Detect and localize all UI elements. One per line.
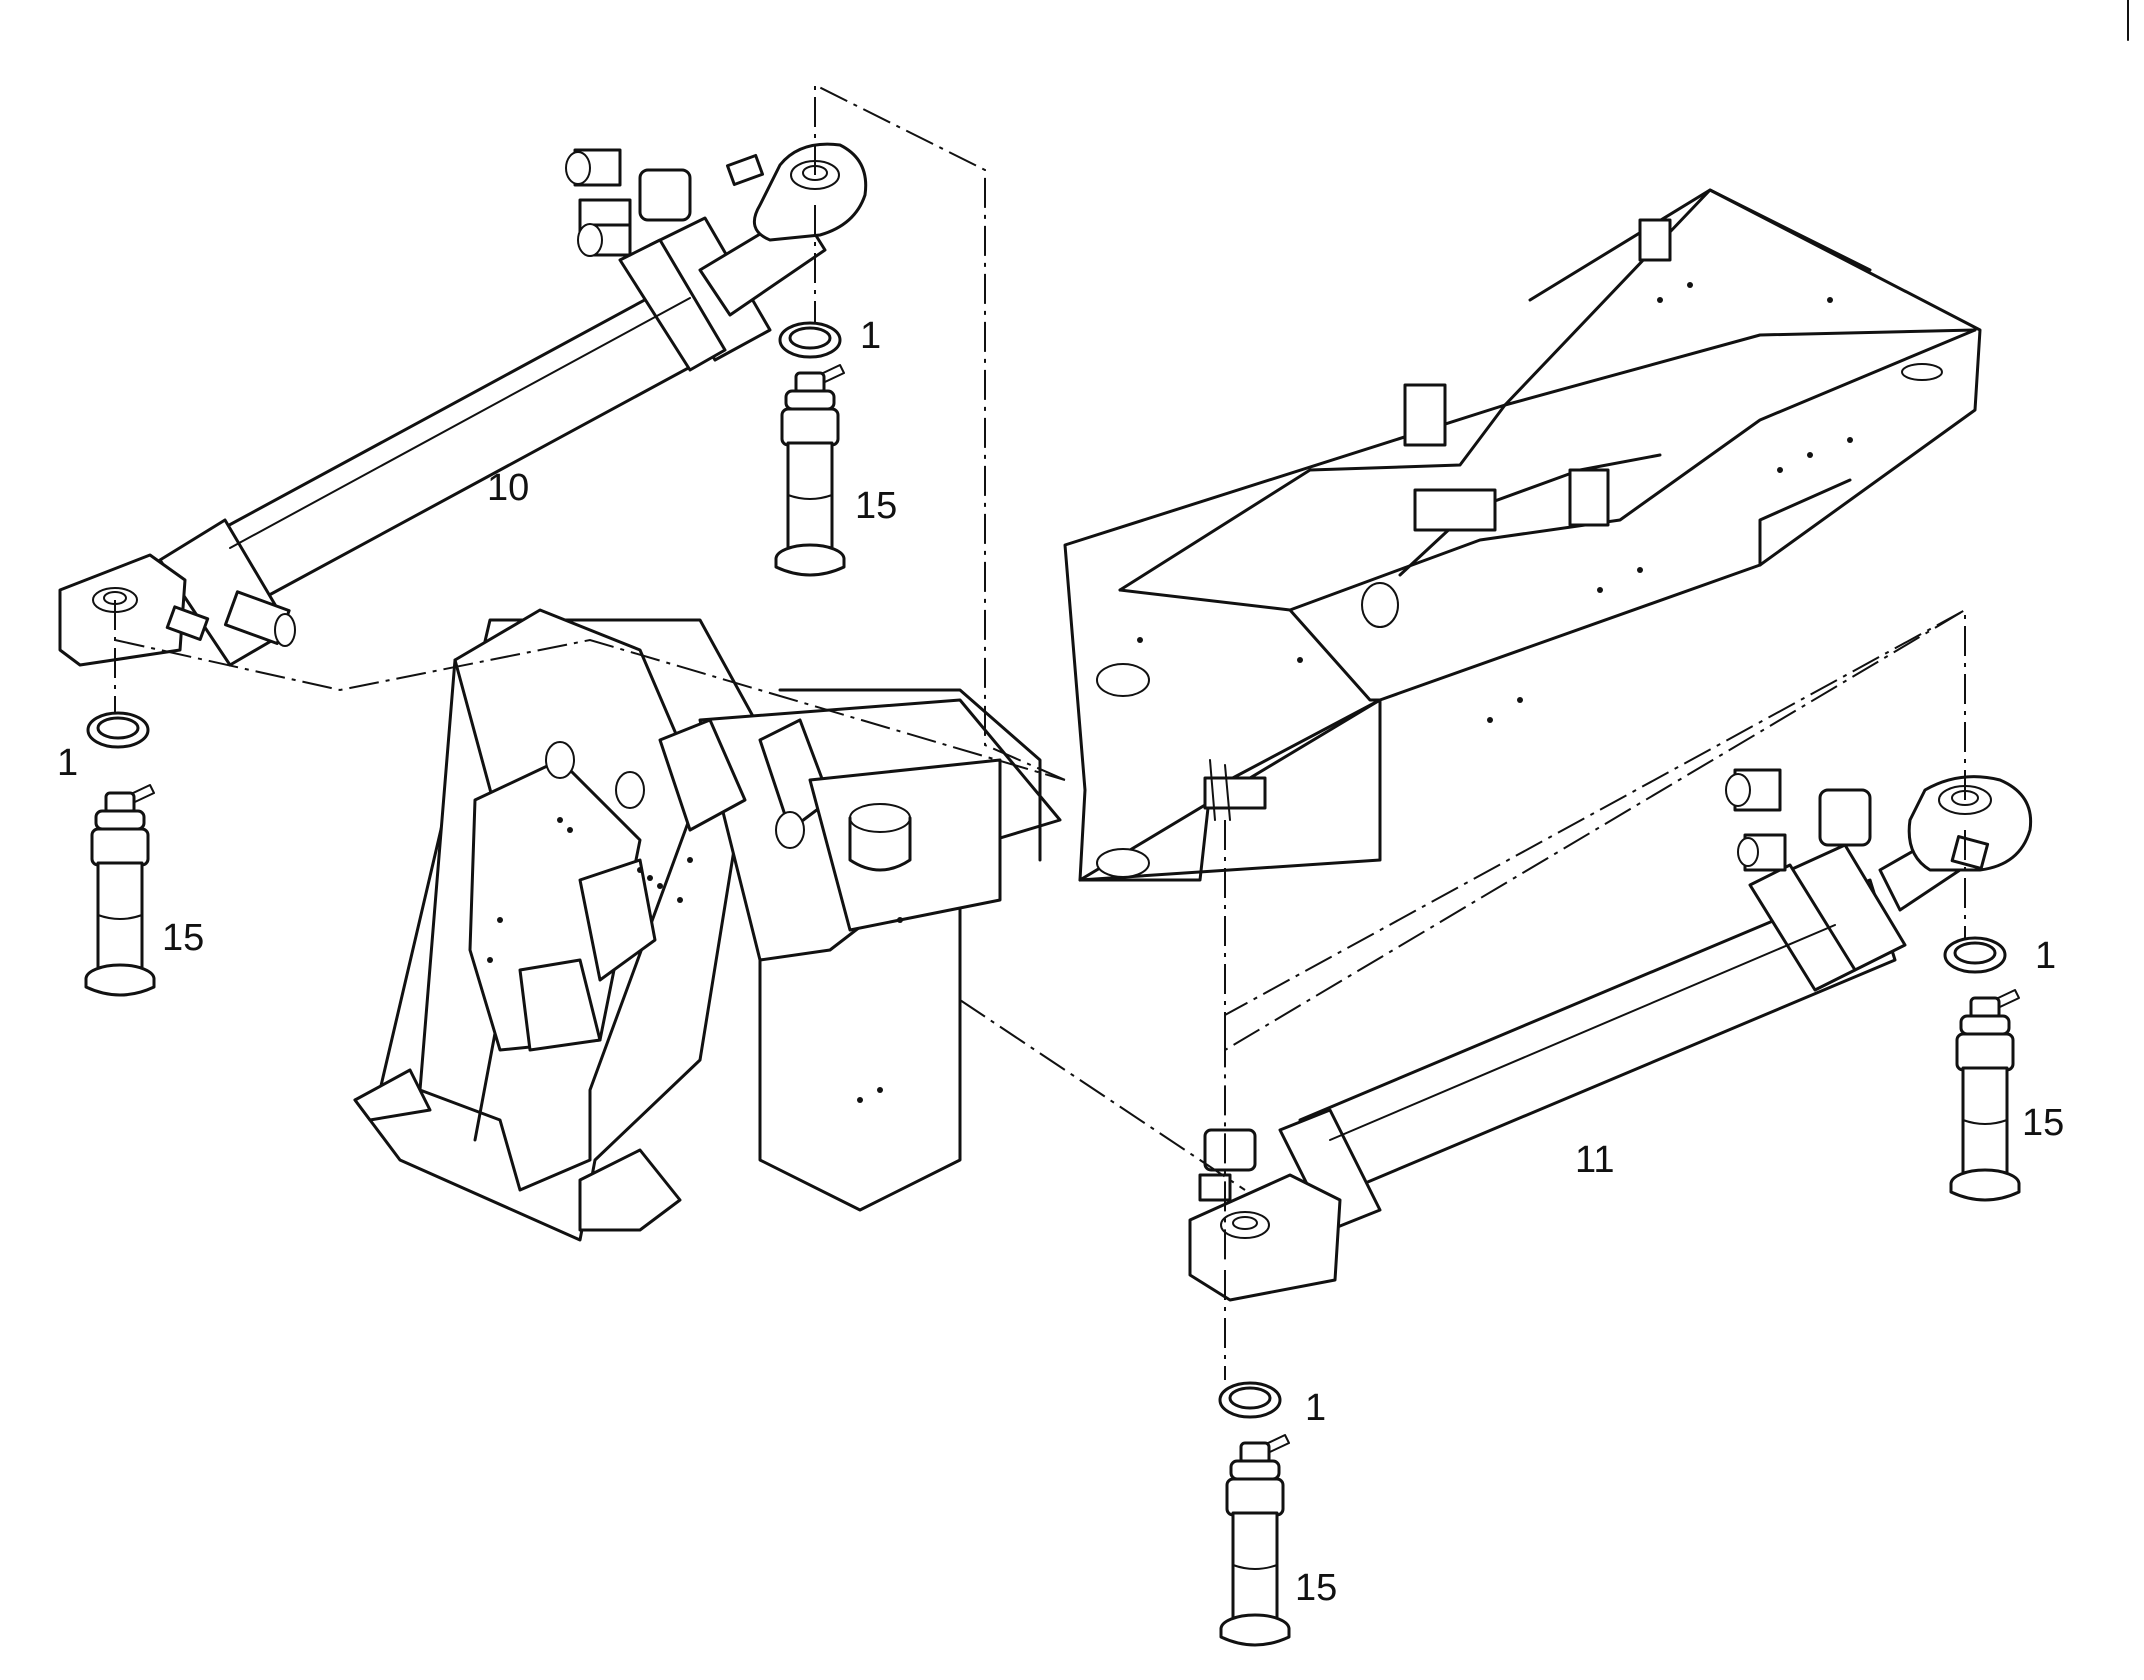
retaining-pin xyxy=(774,363,846,577)
label-pin-15: 15 xyxy=(855,485,897,527)
washer xyxy=(1943,936,2007,974)
label-washer-1: 1 xyxy=(860,315,881,357)
loader-front-frame xyxy=(353,608,1062,1242)
retaining-pin xyxy=(1949,988,2021,1202)
label-washer-1: 1 xyxy=(57,742,78,784)
label-pin-15: 15 xyxy=(162,917,204,959)
washer xyxy=(778,321,842,359)
hydraulic-cylinder-10 xyxy=(58,142,868,667)
label-pin-15: 15 xyxy=(2022,1102,2064,1144)
washer xyxy=(86,711,150,749)
label-washer-1: 1 xyxy=(2035,935,2056,977)
assembly-lines xyxy=(114,83,1966,1380)
washer xyxy=(1218,1381,1282,1419)
label-washer-1: 1 xyxy=(1305,1387,1326,1429)
retaining-pin xyxy=(1219,1433,1291,1647)
hydraulic-cylinder-11 xyxy=(1188,768,2033,1302)
rear-chassis-frame xyxy=(1063,188,1982,882)
label-pin-15: 15 xyxy=(1295,1567,1337,1609)
retaining-pin xyxy=(84,783,156,997)
label-cylinder-11: 11 xyxy=(1575,1139,1614,1181)
label-cylinder-10: 10 xyxy=(487,467,529,509)
